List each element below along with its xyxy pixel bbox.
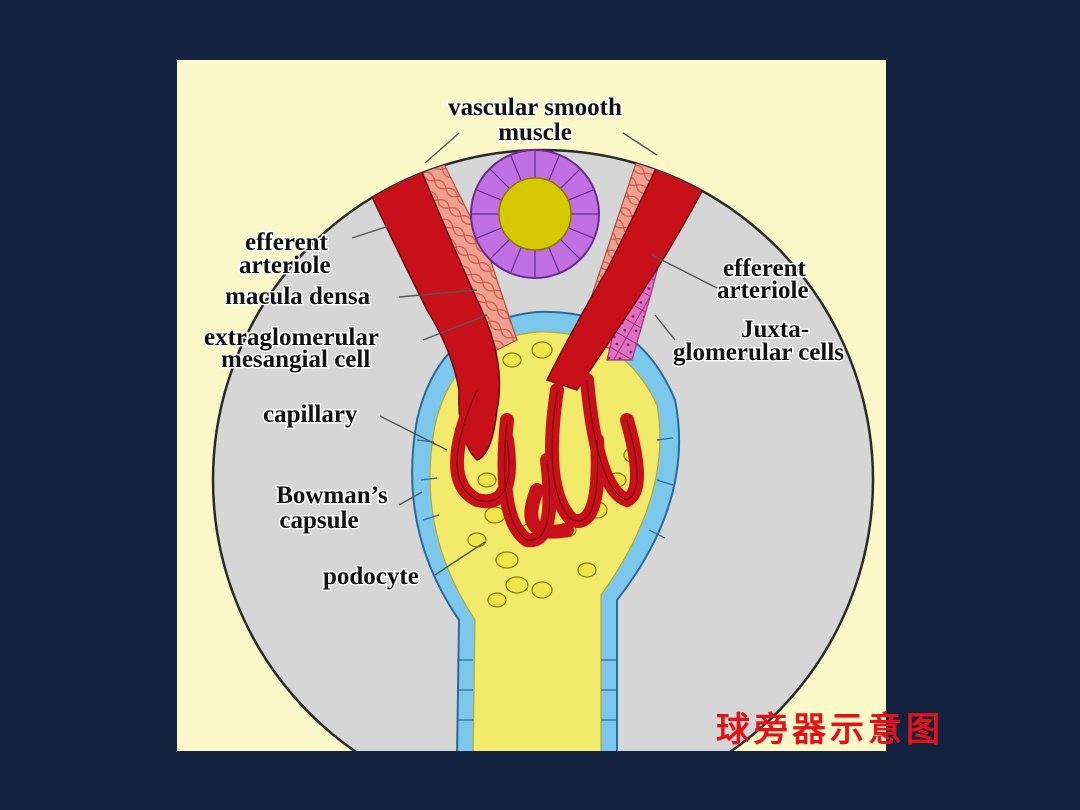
label-macula-densa: macula densa xyxy=(225,283,371,310)
diagram-panel: vascular smooth muscle efferent arteriol… xyxy=(177,60,886,751)
macula-densa-cell-border xyxy=(475,227,502,240)
label-mesangial-cell: mesangial cell xyxy=(221,346,370,373)
label-efferent-arteriole-right-2: arteriole xyxy=(717,277,809,304)
macula-densa-cell-border xyxy=(548,247,561,274)
label-capillary: capillary xyxy=(263,401,358,428)
label-podocyte: podocyte xyxy=(323,563,419,590)
macula-densa-cell-border xyxy=(560,239,581,260)
label-efferent-arteriole-right: efferent xyxy=(723,255,806,282)
macula-densa-cell-border xyxy=(475,188,502,201)
macula-densa-cell-border xyxy=(489,168,510,189)
label-efferent-arteriole-left: efferent xyxy=(245,229,328,256)
label-glomerular-cells: glomerular cells xyxy=(673,339,844,366)
macula-densa-cell-border xyxy=(509,247,522,274)
caption-title: 球旁器示意图 xyxy=(716,710,944,750)
labels: vascular smooth muscle efferent arteriol… xyxy=(203,93,846,592)
label-efferent-arteriole-left-2: arteriole xyxy=(239,252,331,279)
label-vascular-smooth-muscle: vascular smooth xyxy=(448,94,622,121)
macula-densa-cell-border xyxy=(489,239,510,260)
juxtaglomerular-diagram: vascular smooth muscle efferent arteriol… xyxy=(203,93,875,751)
macula-densa-cell-border xyxy=(548,154,561,181)
label-capsule: capsule xyxy=(279,507,358,534)
label-bowmans: Bowman’s xyxy=(276,482,388,509)
macula-densa-cell-border xyxy=(509,154,522,181)
macula-densa-cell-border xyxy=(568,188,595,201)
macula-densa-cell-border xyxy=(568,227,595,240)
macula-densa-cell-border xyxy=(560,168,581,189)
label-extraglomerular: extraglomerular xyxy=(204,324,379,351)
leader-lines xyxy=(351,132,718,576)
macula-densa xyxy=(470,149,600,279)
label-juxta: Juxta- xyxy=(741,316,809,343)
capillary-outlines xyxy=(456,379,638,541)
label-vascular-smooth-muscle-2: muscle xyxy=(498,119,572,146)
